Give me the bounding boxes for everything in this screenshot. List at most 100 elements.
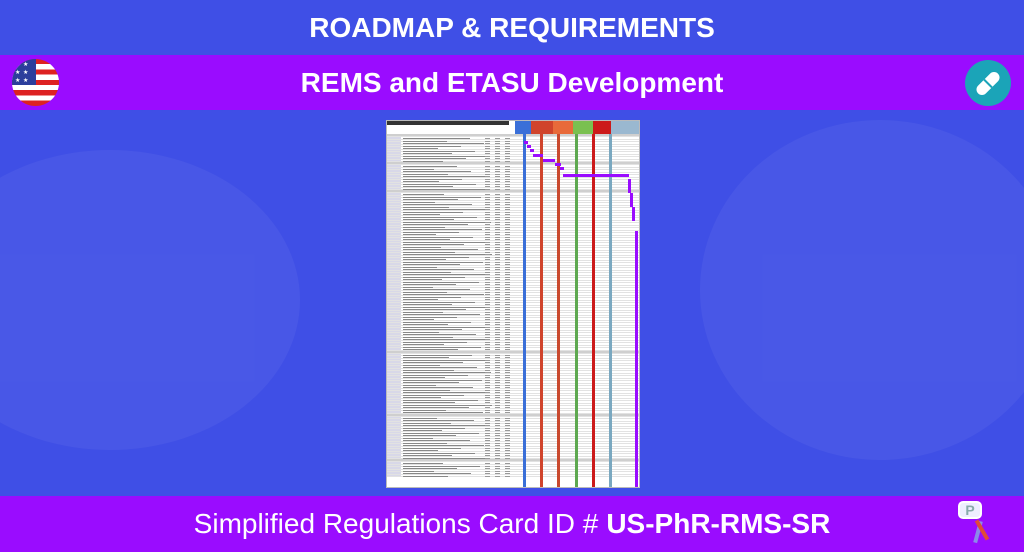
table-row xyxy=(387,441,639,444)
gantt-column xyxy=(540,134,543,487)
table-row xyxy=(387,429,639,432)
table-row xyxy=(387,285,639,288)
gantt-bar xyxy=(628,179,631,193)
table-row xyxy=(387,333,639,336)
table-row xyxy=(387,371,639,374)
table-row xyxy=(387,330,639,333)
table-row xyxy=(387,325,639,328)
table-row xyxy=(387,366,639,369)
table-row xyxy=(387,230,639,233)
background-decoration xyxy=(0,150,300,450)
table-row xyxy=(387,363,639,366)
table-row xyxy=(387,376,639,379)
section-row xyxy=(387,459,639,462)
table-row xyxy=(387,180,639,183)
table-row xyxy=(387,411,639,414)
table-row xyxy=(387,149,639,152)
table-row xyxy=(387,421,639,424)
parking-keys-icon: P xyxy=(958,501,994,545)
section-row xyxy=(387,134,639,137)
gantt-column xyxy=(635,231,638,487)
table-row xyxy=(387,147,639,150)
table-row xyxy=(387,268,639,271)
gantt-column xyxy=(575,134,578,487)
table-row xyxy=(387,416,639,419)
table-row xyxy=(387,348,639,351)
table-row xyxy=(387,323,639,326)
table-row xyxy=(387,260,639,263)
gantt-bar xyxy=(632,207,635,221)
table-row xyxy=(387,240,639,243)
table-row xyxy=(387,293,639,296)
table-row xyxy=(387,157,639,160)
table-row xyxy=(387,373,639,376)
table-row xyxy=(387,223,639,226)
page-title: ROADMAP & REQUIREMENTS xyxy=(309,11,715,43)
gantt-bar xyxy=(543,159,555,162)
gantt-bar xyxy=(630,193,633,207)
gantt-bar xyxy=(524,141,528,144)
table-row xyxy=(387,391,639,394)
table-row xyxy=(387,263,639,266)
table-row xyxy=(387,182,639,185)
table-row xyxy=(387,303,639,306)
table-row xyxy=(387,175,639,178)
table-row xyxy=(387,248,639,251)
table-row xyxy=(387,235,639,238)
spreadsheet-header xyxy=(387,121,639,134)
table-row xyxy=(387,444,639,447)
table-row xyxy=(387,424,639,427)
table-row xyxy=(387,288,639,291)
footer-band: Simplified Regulations Card ID # US-PhR-… xyxy=(0,496,1024,552)
table-row xyxy=(387,449,639,452)
table-row xyxy=(387,398,639,401)
table-row xyxy=(387,474,639,477)
table-row xyxy=(387,472,639,475)
section-row xyxy=(387,162,639,165)
table-row xyxy=(387,338,639,341)
table-row xyxy=(387,243,639,246)
table-row xyxy=(387,213,639,216)
gantt-column xyxy=(523,134,526,487)
table-row xyxy=(387,300,639,303)
table-row xyxy=(387,298,639,301)
table-row xyxy=(387,144,639,147)
us-flag-icon: ★★ ★★ ★★ xyxy=(12,59,59,106)
table-row xyxy=(387,386,639,389)
table-row xyxy=(387,273,639,276)
table-row xyxy=(387,177,639,180)
table-row xyxy=(387,228,639,231)
table-row xyxy=(387,198,639,201)
table-row xyxy=(387,467,639,470)
table-row xyxy=(387,313,639,316)
table-row xyxy=(387,159,639,162)
table-row xyxy=(387,419,639,422)
table-row xyxy=(387,396,639,399)
table-row xyxy=(387,318,639,321)
gantt-bar xyxy=(527,145,531,148)
table-row xyxy=(387,408,639,411)
table-row xyxy=(387,137,639,140)
table-row xyxy=(387,258,639,261)
table-row xyxy=(387,368,639,371)
table-row xyxy=(387,310,639,313)
table-row xyxy=(387,172,639,175)
section-row xyxy=(387,413,639,417)
table-row xyxy=(387,195,639,198)
gantt-column xyxy=(609,134,612,487)
table-row xyxy=(387,218,639,221)
table-row xyxy=(387,469,639,472)
gantt-column xyxy=(592,134,595,487)
table-row xyxy=(387,200,639,203)
table-row xyxy=(387,358,639,361)
table-row xyxy=(387,406,639,409)
table-row xyxy=(387,434,639,437)
table-row xyxy=(387,283,639,286)
table-row xyxy=(387,356,639,359)
table-row xyxy=(387,238,639,241)
table-row xyxy=(387,250,639,253)
table-row xyxy=(387,295,639,298)
table-row xyxy=(387,193,639,196)
table-row xyxy=(387,205,639,208)
table-row xyxy=(387,454,639,457)
